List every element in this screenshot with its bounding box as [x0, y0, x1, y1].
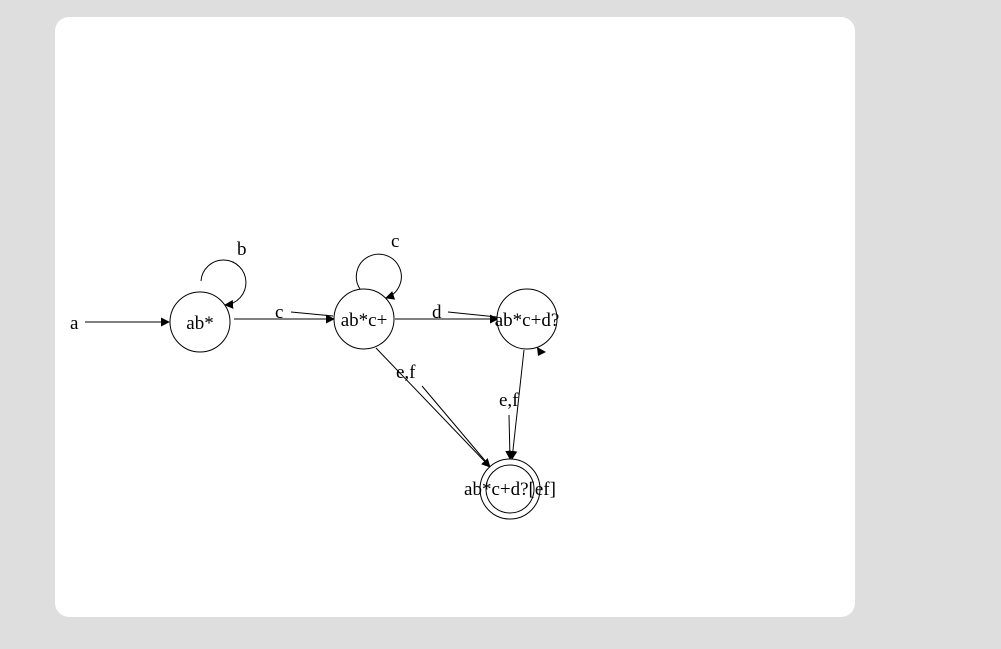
start-transition: a [70, 313, 170, 334]
self-loop-s0: b [200, 239, 247, 309]
self-loop-s1-label: c [391, 231, 399, 252]
state-s0: ab* [169, 291, 231, 353]
self-loop-s0-label: b [237, 239, 247, 260]
state-s2-label: ab*c+d? [495, 310, 560, 331]
state-s2: ab*c+d? [495, 288, 560, 350]
state-s3-accepting: ab*c+d?[ef] [464, 458, 556, 520]
stray-arrowhead [537, 347, 546, 356]
transition-s1-s2-label: d [432, 302, 442, 323]
transition-s2-s3: e,f [499, 347, 546, 460]
transition-s0-s1-label: c [275, 302, 283, 323]
transition-s1-s3-label: e,f [396, 362, 416, 383]
transition-s1-s2: d [395, 302, 499, 324]
state-s3-label: ab*c+d?[ef] [464, 479, 556, 500]
transition-s0-s1: c [234, 302, 335, 324]
state-s0-label: ab* [186, 313, 213, 334]
state-s1: ab*c+ [333, 288, 395, 350]
state-s1-label: ab*c+ [341, 310, 388, 331]
start-transition-label: a [70, 313, 79, 334]
transition-s2-s3-label: e,f [499, 390, 519, 411]
self-loop-s1: c [355, 231, 402, 300]
transition-s1-s3: e,f [375, 347, 491, 468]
